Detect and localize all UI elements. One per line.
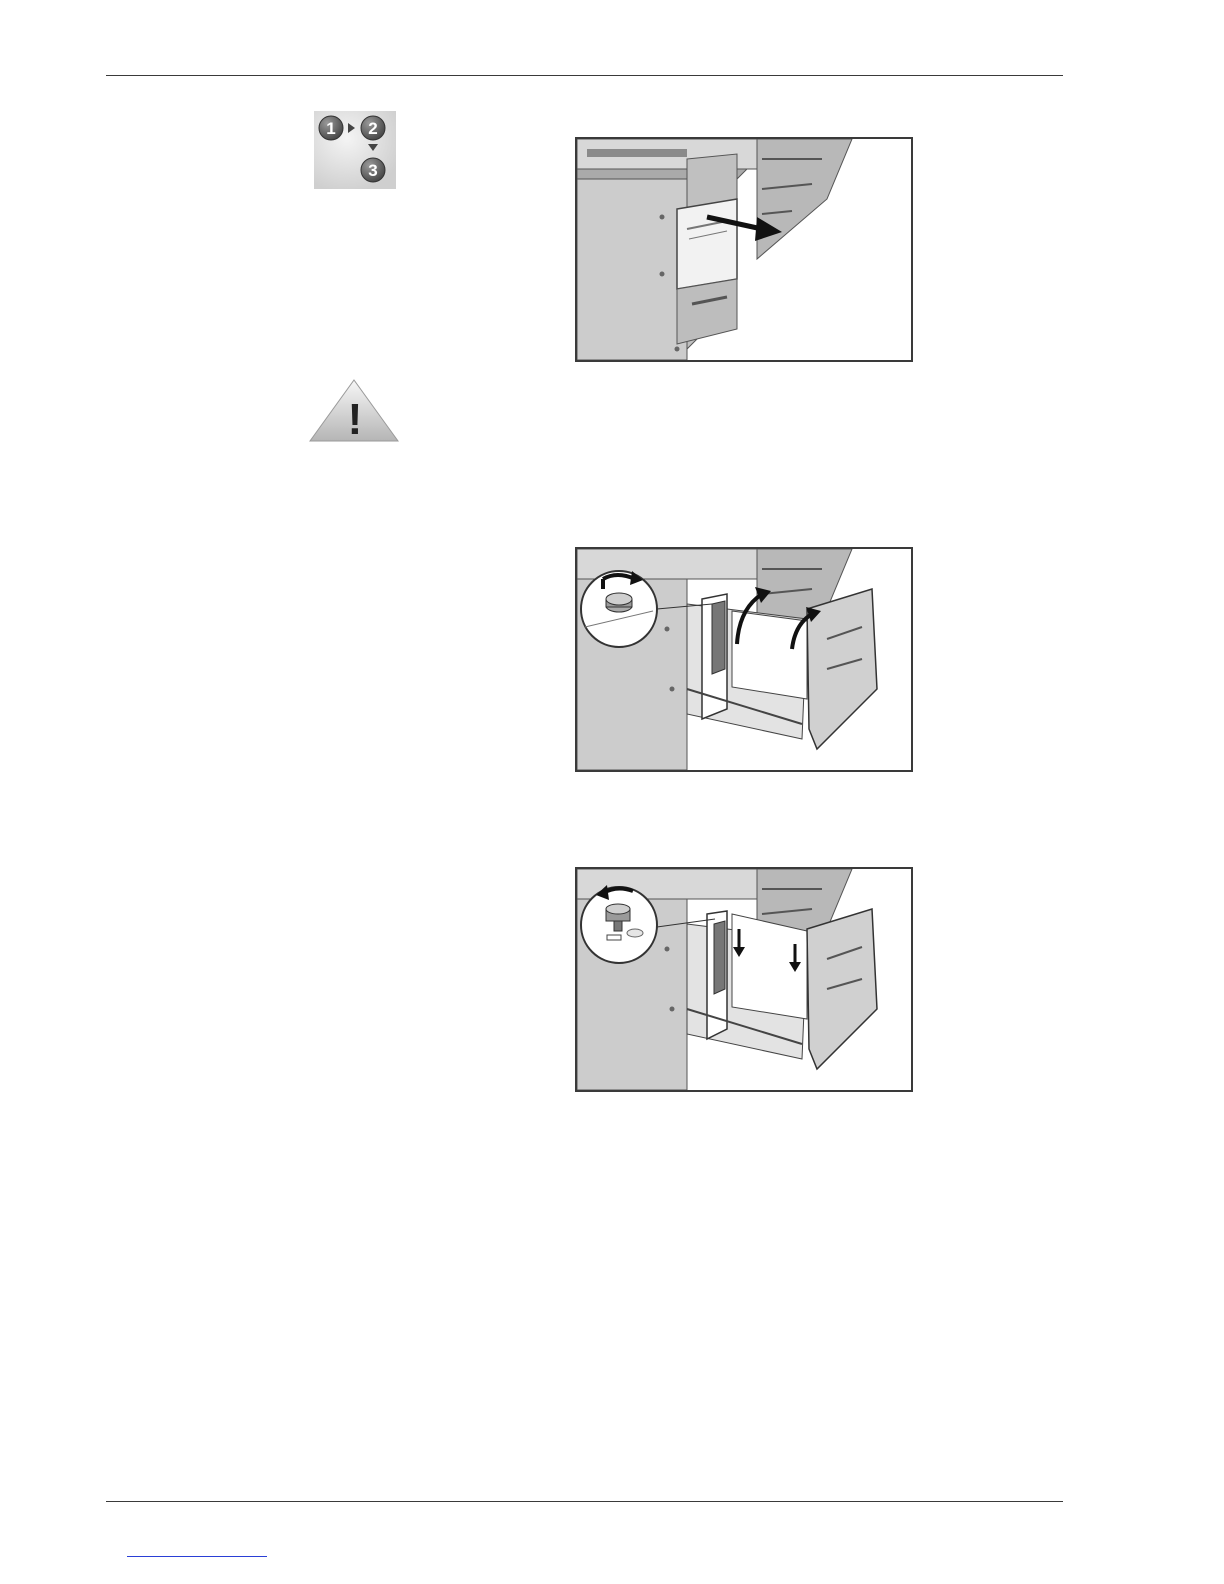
step-number-1: 1 bbox=[326, 119, 335, 138]
steps-123-icon: 1 2 3 bbox=[314, 111, 396, 189]
caution-symbol: ! bbox=[348, 395, 363, 444]
footer-link-underline[interactable] bbox=[127, 1556, 267, 1557]
caution-icon: ! bbox=[306, 378, 402, 444]
header-rule bbox=[106, 75, 1063, 76]
figure-open-tray bbox=[575, 137, 913, 362]
figure-lock-partition bbox=[575, 867, 913, 1092]
step-number-3: 3 bbox=[368, 161, 377, 180]
figure-unlock-partition bbox=[575, 547, 913, 772]
step-number-2: 2 bbox=[368, 119, 377, 138]
footer-rule bbox=[106, 1501, 1063, 1502]
